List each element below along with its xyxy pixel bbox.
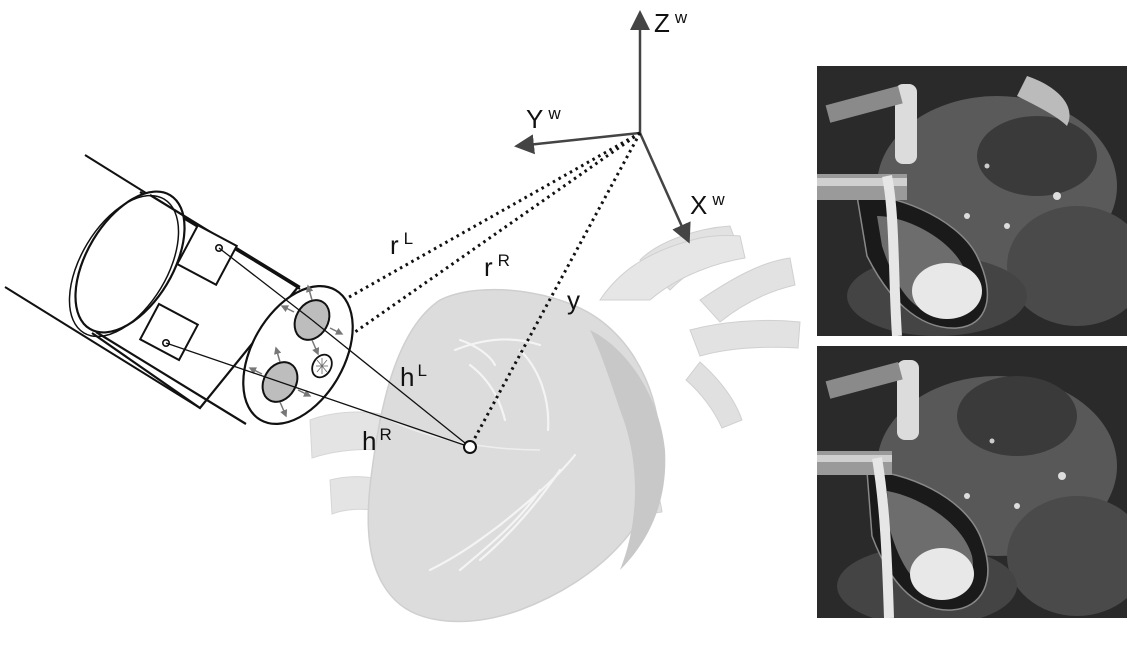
right-image-sensor	[138, 302, 200, 362]
heart-illustration	[309, 225, 801, 623]
target-point	[463, 440, 477, 454]
y-vector-label: y	[567, 285, 580, 315]
stereo-image-top	[817, 66, 1127, 336]
y-vector-line	[468, 132, 642, 448]
stereo-image-bottom	[817, 346, 1127, 618]
surgical-scene-photo-icon	[817, 66, 1127, 336]
left-image-sensor	[175, 223, 239, 287]
world-frame	[514, 10, 691, 244]
y-axis-line	[514, 131, 641, 155]
vector-lines	[281, 131, 642, 448]
surgical-scene-photo-icon	[817, 346, 1127, 618]
projection-rays	[279, 319, 471, 448]
r-left-line	[311, 131, 641, 320]
x-axis-line	[638, 132, 691, 244]
r-right-line	[281, 131, 641, 385]
endoscope	[4, 154, 354, 426]
